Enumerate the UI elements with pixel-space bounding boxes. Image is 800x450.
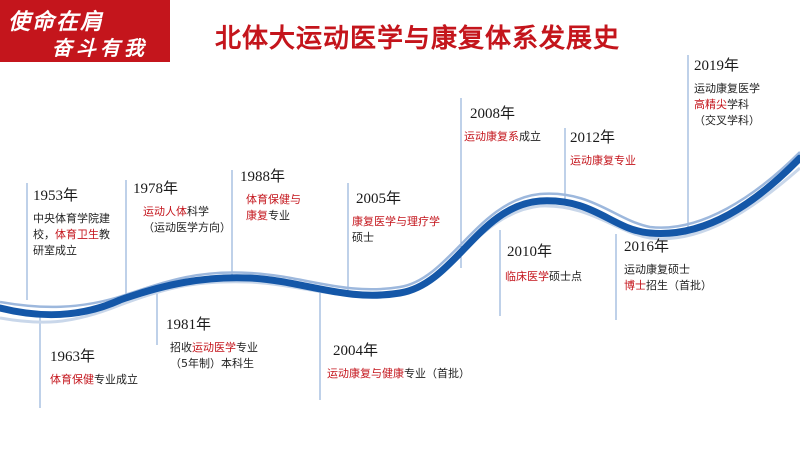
plain-text: （运动医学方向） [143, 221, 231, 234]
description-line: 校，体育卫生教 [33, 227, 110, 243]
highlight-text: 高精尖 [694, 98, 727, 111]
highlight-text: 博士 [624, 279, 646, 292]
page-title: 北体大运动医学与康复体系发展史 [215, 24, 621, 54]
description-line: 运动康复系成立 [464, 129, 541, 145]
event-description: 运动康复与健康专业（首批） [327, 366, 470, 382]
timeline-event-1963: 1963年 体育保健专业成立 [50, 348, 138, 388]
event-description: 体育保健与康复专业 [240, 192, 301, 224]
timeline-event-2016: 2016年 运动康复硕士博士招生（首批） [624, 238, 712, 294]
description-line: 体育保健与 [246, 192, 301, 208]
event-year: 2019年 [694, 58, 740, 74]
event-description: 运动康复硕士博士招生（首批） [624, 262, 712, 294]
event-year: 2004年 [333, 343, 379, 359]
connector-lines [26, 55, 689, 408]
description-line: （5年制）本科生 [170, 356, 258, 372]
description-line: 硕士 [352, 230, 440, 246]
highlight-text: 运动人体 [143, 205, 187, 218]
event-year: 1963年 [50, 349, 96, 365]
plain-text: 科学 [187, 205, 209, 218]
event-year: 2016年 [624, 239, 670, 255]
wave-main [0, 154, 800, 319]
timeline-event-2005: 2005年 康复医学与理疗学硕士 [352, 190, 440, 246]
plain-text: （5年制）本科生 [170, 357, 254, 370]
event-description: 康复医学与理疗学硕士 [352, 214, 440, 246]
description-line: 运动人体科学 [143, 204, 231, 220]
plain-text: 招收 [170, 341, 192, 354]
plain-text: 专业 [268, 209, 290, 222]
plain-text: 校， [33, 228, 55, 241]
plain-text: 成立 [519, 130, 541, 143]
plain-text: 研室成立 [33, 244, 77, 257]
highlight-text: 运动康复专业 [570, 154, 636, 167]
description-line: 康复专业 [246, 208, 301, 224]
event-description: 运动康复医学高精尖学科（交叉学科） [694, 81, 760, 129]
plain-text: 学科 [727, 98, 749, 111]
timeline-event-2008: 2008年 运动康复系成立 [464, 105, 541, 145]
timeline-event-2012: 2012年 运动康复专业 [570, 129, 636, 169]
description-line: 招收运动医学专业 [170, 340, 258, 356]
description-line: 运动康复与健康专业（首批） [327, 366, 470, 382]
timeline-event-2019: 2019年 运动康复医学高精尖学科（交叉学科） [694, 57, 760, 129]
timeline-event-1978: 1978年 运动人体科学（运动医学方向） [133, 180, 231, 236]
timeline-event-1981: 1981年 招收运动医学专业（5年制）本科生 [166, 316, 258, 372]
highlight-text: 康复医学与理疗学 [352, 215, 440, 228]
highlight-text: 运动医学 [192, 341, 236, 354]
slogan-badge: 使命在肩 奋斗有我 [0, 0, 170, 62]
event-description: 招收运动医学专业（5年制）本科生 [166, 340, 258, 372]
event-year: 2008年 [470, 106, 516, 122]
event-description: 体育保健专业成立 [50, 372, 138, 388]
description-line: 运动康复医学 [694, 81, 760, 97]
plain-text: 专业 [236, 341, 258, 354]
event-year: 2010年 [507, 244, 553, 260]
description-line: 中央体育学院建 [33, 211, 110, 227]
plain-text: 教 [99, 228, 110, 241]
plain-text: 专业（首批） [404, 367, 470, 380]
description-line: 运动康复专业 [570, 153, 636, 169]
event-year: 2012年 [570, 130, 616, 146]
event-year: 1953年 [33, 188, 79, 204]
timeline-event-1953: 1953年 中央体育学院建校，体育卫生教研室成立 [33, 187, 110, 259]
highlight-text: 运动康复系 [464, 130, 519, 143]
plain-text: （交叉学科） [694, 114, 760, 127]
description-line: 博士招生（首批） [624, 278, 712, 294]
event-description: 运动康复系成立 [464, 129, 541, 145]
event-description: 中央体育学院建校，体育卫生教研室成立 [33, 211, 110, 259]
event-description: 运动康复专业 [570, 153, 636, 169]
event-year: 1988年 [240, 169, 286, 185]
slogan-line-1: 使命在肩 [8, 9, 105, 35]
description-line: 康复医学与理疗学 [352, 214, 440, 230]
timeline-event-1988: 1988年 体育保健与康复专业 [240, 168, 301, 224]
plain-text: 运动康复硕士 [624, 263, 690, 276]
highlight-text: 康复 [246, 209, 268, 222]
description-line: 体育保健专业成立 [50, 372, 138, 388]
description-line: 高精尖学科 [694, 97, 760, 113]
description-line: 临床医学硕士点 [505, 269, 582, 285]
plain-text: 招生（首批） [646, 279, 712, 292]
highlight-text: 体育卫生 [55, 228, 99, 241]
highlight-text: 体育保健与 [246, 193, 301, 206]
highlight-text: 运动康复与健康 [327, 367, 404, 380]
plain-text: 运动康复医学 [694, 82, 760, 95]
event-year: 1981年 [166, 317, 212, 333]
timeline-event-2010: 2010年 临床医学硕士点 [505, 243, 582, 285]
plain-text: 中央体育学院建 [33, 212, 110, 225]
plain-text: 硕士 [352, 231, 374, 244]
slogan-line-2: 奋斗有我 [52, 36, 148, 60]
event-year: 1978年 [133, 181, 179, 197]
highlight-text: 体育保健 [50, 373, 94, 386]
description-line: 研室成立 [33, 243, 110, 259]
description-line: （运动医学方向） [143, 220, 231, 236]
event-description: 临床医学硕士点 [505, 269, 582, 285]
plain-text: 专业成立 [94, 373, 138, 386]
description-line: （交叉学科） [694, 113, 760, 129]
description-line: 运动康复硕士 [624, 262, 712, 278]
timeline-event-2004: 2004年 运动康复与健康专业（首批） [327, 342, 470, 382]
highlight-text: 临床医学 [505, 270, 549, 283]
event-year: 2005年 [356, 191, 402, 207]
plain-text: 硕士点 [549, 270, 582, 283]
event-description: 运动人体科学（运动医学方向） [133, 204, 231, 236]
